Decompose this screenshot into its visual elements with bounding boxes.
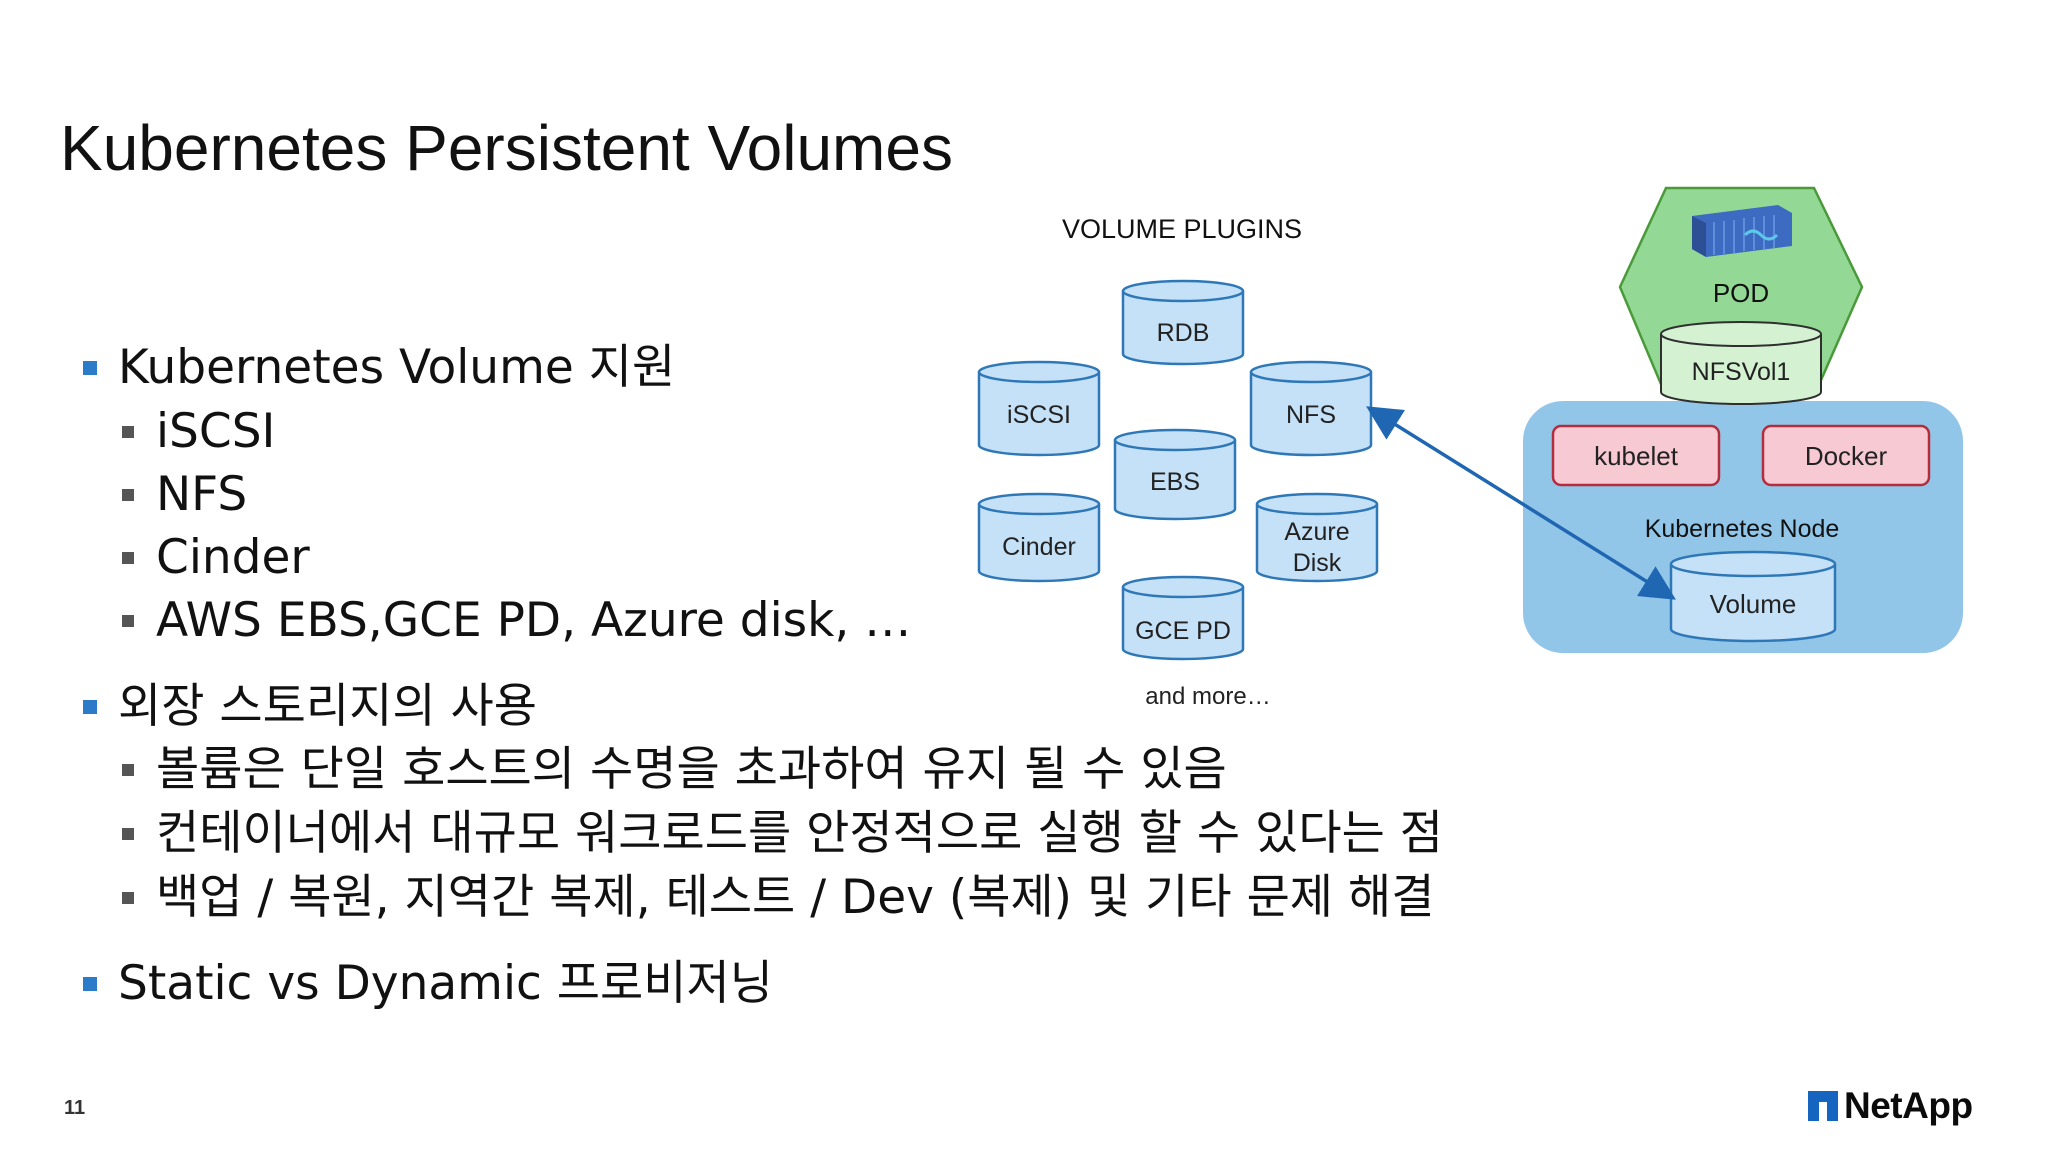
- subbullet-backup: 백업 / 복원, 지역간 복제, 테스트 / Dev (복제) 및 기타 문제 …: [122, 870, 1434, 926]
- kubelet-label: kubelet: [1594, 441, 1679, 471]
- gce-pd-cylinder: GCE PD: [1121, 575, 1245, 661]
- iscsi-label: iSCSI: [1007, 401, 1071, 429]
- slide-title: Kubernetes Persistent Volumes: [60, 112, 953, 184]
- docker-box: Docker: [1761, 424, 1931, 487]
- kubelet-box: kubelet: [1551, 424, 1721, 487]
- azure-disk-cylinder: Azure Disk: [1255, 492, 1379, 583]
- rdb-label: RDB: [1157, 319, 1210, 347]
- plugins-heading: VOLUME PLUGINS: [1062, 214, 1302, 244]
- cinder-cylinder: Cinder: [977, 492, 1101, 583]
- subbullet-iscsi: iSCSI: [122, 404, 275, 460]
- ebs-label: EBS: [1150, 468, 1200, 496]
- docker-label: Docker: [1805, 441, 1888, 471]
- subbullet-lifetime: 볼륨은 단일 호스트의 수명을 초과하여 유지 될 수 있음: [122, 742, 1227, 798]
- subbullet-cloud-disks: AWS EBS,GCE PD, Azure disk, …: [122, 593, 911, 649]
- slide-number: 11: [64, 1097, 86, 1119]
- node-volume-cylinder: Volume: [1669, 550, 1837, 643]
- nfs-cylinder: NFS: [1249, 360, 1373, 457]
- subbullet-marker: [122, 426, 134, 438]
- pod-volume-cylinder: NFSVol1: [1660, 321, 1822, 405]
- subbullet-marker: [122, 552, 134, 564]
- netapp-logo-text: NetApp: [1844, 1085, 1973, 1126]
- azure-label-line2: Disk: [1293, 549, 1342, 577]
- rdb-cylinder: RDB: [1121, 279, 1245, 366]
- subbullet-cinder: Cinder: [122, 530, 310, 586]
- nfs-volume-arrow: [1366, 406, 1676, 600]
- bullet-marker: [83, 700, 97, 714]
- and-more-label: and more…: [1145, 683, 1270, 710]
- bullet-external-storage: 외장 스토리지의 사용: [83, 679, 537, 735]
- pod-label: POD: [1713, 278, 1769, 308]
- netapp-logo: NetApp: [1808, 1085, 1973, 1127]
- container-icon: [1692, 205, 1792, 257]
- bullet-volume-support: Kubernetes Volume 지원: [83, 340, 675, 396]
- bullet-provisioning: Static vs Dynamic 프로비저닝: [83, 956, 773, 1012]
- subbullet-nfs: NFS: [122, 467, 247, 523]
- subbullet-marker: [122, 489, 134, 501]
- netapp-logo-icon: [1808, 1091, 1838, 1121]
- node-volume-label: Volume: [1710, 589, 1797, 619]
- subbullet-marker: [122, 615, 134, 627]
- ebs-cylinder: EBS: [1113, 428, 1237, 521]
- subbullet-marker: [122, 764, 134, 776]
- iscsi-cylinder: iSCSI: [977, 360, 1101, 457]
- azure-label-line1: Azure: [1284, 518, 1349, 546]
- kubernetes-node-label: Kubernetes Node: [1645, 515, 1840, 543]
- nfs-label: NFS: [1286, 401, 1336, 429]
- subbullet-marker: [122, 828, 134, 840]
- subbullet-marker: [122, 892, 134, 904]
- bullet-marker: [83, 977, 97, 991]
- gce-pd-label: GCE PD: [1135, 617, 1231, 645]
- pod-volume-label: NFSVol1: [1692, 358, 1791, 386]
- subbullet-workloads: 컨테이너에서 대규모 워크로드를 안정적으로 실행 할 수 있다는 점: [122, 806, 1443, 862]
- bullet-marker: [83, 361, 97, 375]
- cinder-label: Cinder: [1002, 533, 1076, 561]
